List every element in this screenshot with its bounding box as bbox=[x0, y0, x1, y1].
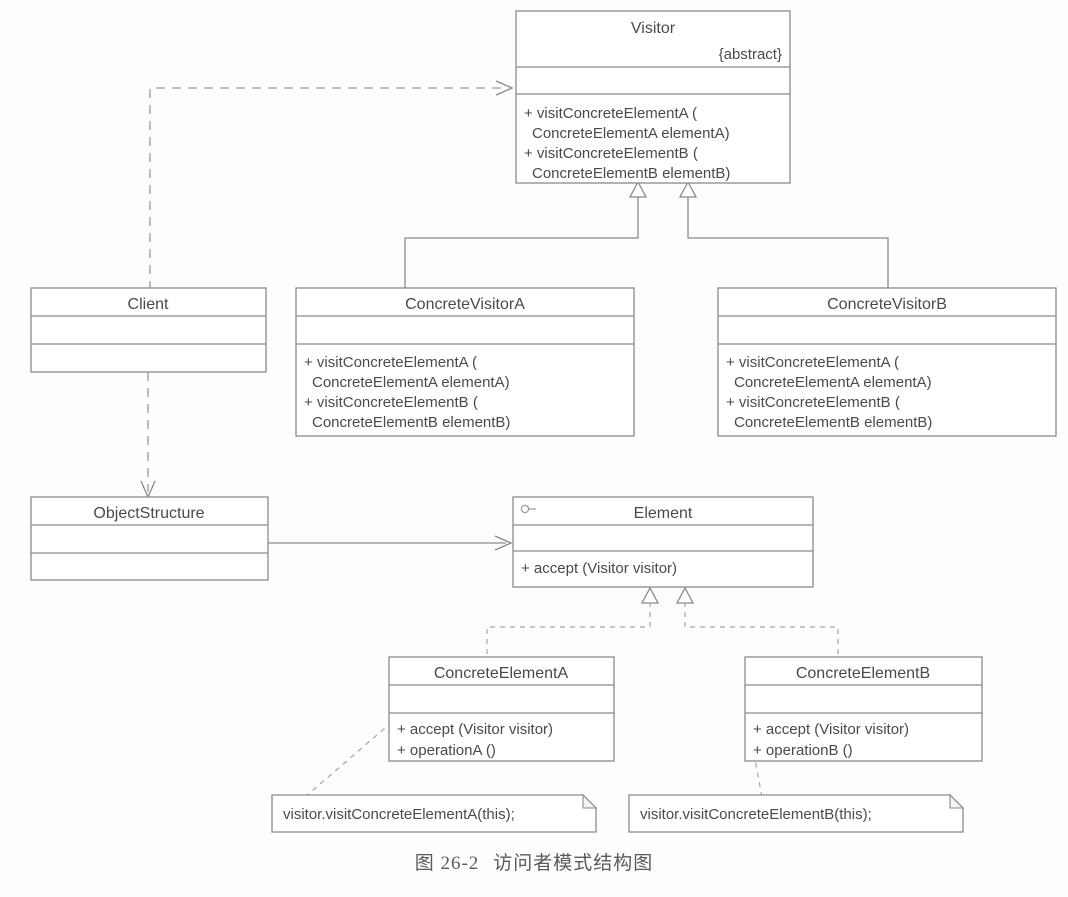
class-stereotype-visitor: {abstract} bbox=[719, 46, 782, 63]
connector-client-to-objectstructure bbox=[140, 372, 156, 499]
class-box-objectstructure[interactable]: ObjectStructure bbox=[30, 496, 269, 581]
class-box-concretevisitorb[interactable]: ConcreteVisitorB + visitConcreteElementA… bbox=[717, 287, 1057, 437]
method-concretevisitorb-1: ConcreteElementA elementA) bbox=[734, 374, 932, 391]
class-name-visitor: Visitor bbox=[631, 20, 676, 37]
note-box-a[interactable]: visitor.visitConcreteElementA(this); bbox=[271, 793, 598, 833]
connector-note-a-to-concreteelementa bbox=[304, 721, 393, 798]
method-concretevisitora-1: ConcreteElementA elementA) bbox=[312, 374, 510, 391]
method-concretevisitora-3: ConcreteElementB elementB) bbox=[312, 414, 510, 431]
class-name-client: Client bbox=[128, 296, 169, 313]
connector-client-to-visitor bbox=[149, 80, 514, 290]
class-box-client[interactable]: Client bbox=[30, 287, 267, 373]
connector-concretevisitora-to-visitor bbox=[404, 180, 648, 288]
class-name-concretevisitorb: ConcreteVisitorB bbox=[827, 296, 947, 313]
method-visitor-0: + visitConcreteElementA ( bbox=[524, 105, 697, 122]
method-concretevisitorb-2: + visitConcreteElementB ( bbox=[726, 394, 900, 411]
method-concretevisitora-2: + visitConcreteElementB ( bbox=[304, 394, 478, 411]
class-box-element[interactable]: Element + accept (Visitor visitor) bbox=[512, 496, 814, 588]
method-visitor-2: + visitConcreteElementB ( bbox=[524, 145, 698, 162]
method-visitor-3: ConcreteElementB elementB) bbox=[532, 165, 730, 182]
method-concreteelementb-0: + accept (Visitor visitor) bbox=[753, 721, 909, 738]
figure-title: 访问者模式结构图 bbox=[493, 853, 654, 874]
method-concreteelementa-0: + accept (Visitor visitor) bbox=[397, 721, 553, 738]
connector-concretevisitorb-to-visitor bbox=[678, 180, 889, 288]
class-box-visitor[interactable]: Visitor {abstract} + visitConcreteElemen… bbox=[515, 10, 791, 184]
note-text-b: visitor.visitConcreteElementB(this); bbox=[640, 806, 872, 823]
connector-objectstructure-to-element bbox=[268, 535, 513, 551]
interface-lollipop-icon bbox=[520, 504, 536, 514]
note-text-a: visitor.visitConcreteElementA(this); bbox=[283, 806, 515, 823]
method-concretevisitorb-0: + visitConcreteElementA ( bbox=[726, 354, 899, 371]
connector-concreteelementb-to-element bbox=[675, 586, 839, 657]
class-name-concreteelementa: ConcreteElementA bbox=[434, 665, 569, 682]
method-visitor-1: ConcreteElementA elementA) bbox=[532, 125, 730, 142]
connector-concreteelementa-to-element bbox=[486, 586, 660, 657]
class-name-concretevisitora: ConcreteVisitorA bbox=[405, 296, 525, 313]
method-concreteelementa-1: + operationA () bbox=[397, 742, 496, 759]
class-box-concreteelementa[interactable]: ConcreteElementA + accept (Visitor visit… bbox=[388, 656, 615, 762]
method-concretevisitorb-3: ConcreteElementB elementB) bbox=[734, 414, 932, 431]
class-name-objectstructure: ObjectStructure bbox=[93, 505, 204, 522]
method-element-0: + accept (Visitor visitor) bbox=[521, 560, 677, 577]
class-box-concreteelementb[interactable]: ConcreteElementB + accept (Visitor visit… bbox=[744, 656, 983, 762]
class-name-element: Element bbox=[634, 505, 693, 522]
method-concreteelementb-1: + operationB () bbox=[753, 742, 853, 759]
figure-number: 图 26-2 bbox=[414, 853, 480, 874]
class-box-concretevisitora[interactable]: ConcreteVisitorA + visitConcreteElementA… bbox=[295, 287, 635, 437]
class-name-concreteelementb: ConcreteElementB bbox=[796, 665, 930, 682]
note-box-b[interactable]: visitor.visitConcreteElementB(this); bbox=[628, 793, 965, 833]
figure-caption: 图 26-2 访问者模式结构图 bbox=[0, 848, 1068, 875]
method-concretevisitora-0: + visitConcreteElementA ( bbox=[304, 354, 477, 371]
